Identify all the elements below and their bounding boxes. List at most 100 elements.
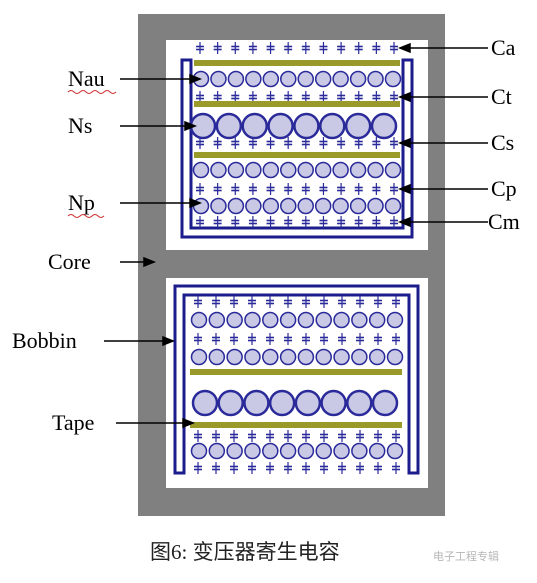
label-arrows (104, 42, 488, 429)
winding-turn (384, 70, 402, 88)
winding-turn (368, 311, 386, 329)
winding-turn (314, 197, 332, 215)
winding-turn (344, 112, 372, 140)
winding-turn (208, 311, 226, 329)
winding-turn (293, 112, 320, 140)
winding-turn (192, 161, 210, 179)
winding-turn (351, 311, 368, 329)
winding-turn (243, 389, 270, 417)
winding-turn (208, 348, 226, 366)
winding-turn (384, 161, 402, 179)
label-bobbin: Bobbin (12, 328, 77, 353)
winding-turn (297, 70, 314, 88)
winding-turn (191, 389, 219, 417)
winding-turn (332, 161, 349, 179)
winding-turn (280, 161, 297, 179)
winding-turn (386, 348, 404, 366)
np-spellcheck-underline (67, 214, 105, 218)
winding-turn (190, 442, 208, 460)
winding-turn (280, 197, 297, 215)
winding-turn (367, 197, 384, 215)
label-core: Core (48, 249, 91, 274)
winding-turn (367, 70, 384, 88)
label-ca: Ca (491, 35, 516, 60)
winding-turn (349, 161, 367, 179)
winding-turn (315, 348, 332, 366)
winding-turn (244, 348, 261, 366)
winding-turn (262, 70, 280, 88)
winding-turn (262, 311, 279, 329)
winding-turn (368, 348, 386, 366)
winding-turn (297, 197, 314, 215)
core-window-top (166, 40, 428, 250)
winding-turn (217, 389, 244, 417)
bobbin-bottom (173, 284, 420, 475)
winding-turn (294, 389, 322, 417)
label-ns: Ns (68, 113, 92, 138)
winding-turn (384, 197, 402, 215)
winding-turn (346, 389, 373, 417)
winding-turn (315, 311, 332, 329)
winding-turn (226, 442, 243, 460)
winding-turn (332, 197, 349, 215)
winding-turn (244, 311, 261, 329)
winding-turn (227, 161, 245, 179)
winding-turn (315, 442, 332, 460)
insulation-tape (194, 101, 400, 107)
winding-turn (210, 197, 227, 215)
winding-turn (227, 70, 245, 88)
winding-turn (210, 161, 227, 179)
core-window-bottom (166, 278, 428, 488)
label-nau: Nau (68, 66, 105, 91)
winding-turn (297, 442, 315, 460)
winding-turn (241, 112, 268, 140)
winding-turn (262, 161, 280, 179)
winding-turn (280, 70, 297, 88)
winding-turn (267, 112, 294, 140)
figure-caption: 图6: 变压器寄生电容 (150, 540, 340, 564)
insulation-tape (190, 369, 402, 375)
winding-turn (262, 442, 279, 460)
label-cs: Cs (491, 130, 514, 155)
winding-turn (368, 442, 386, 460)
label-cm: Cm (488, 209, 520, 234)
winding-turn (245, 70, 262, 88)
winding-turn (349, 70, 367, 88)
winding-turn (333, 311, 350, 329)
winding-turn (333, 442, 350, 460)
insulation-tape (194, 60, 400, 66)
winding-turn (386, 442, 404, 460)
winding-turn (314, 161, 332, 179)
winding-turn (297, 161, 314, 179)
label-cp: Cp (491, 176, 517, 201)
winding-turn (245, 161, 262, 179)
winding-turn (262, 197, 280, 215)
label-ct: Ct (491, 84, 512, 109)
insulation-tape (190, 422, 402, 428)
winding-turn (320, 389, 347, 417)
watermark: 电子工程专辑 (433, 551, 499, 563)
winding-turn (268, 389, 296, 417)
winding-layers-top (189, 42, 402, 228)
winding-turn (226, 311, 243, 329)
winding-turn (262, 348, 279, 366)
winding-turn (210, 70, 227, 88)
winding-turn (279, 348, 297, 366)
winding-layers-bottom (190, 296, 404, 474)
winding-turn (245, 197, 262, 215)
winding-turn (279, 442, 297, 460)
winding-turn (297, 311, 315, 329)
winding-turn (371, 389, 399, 417)
winding-turn (349, 197, 367, 215)
label-tape: Tape (52, 410, 94, 435)
winding-turn (319, 112, 346, 140)
insulation-tape (194, 152, 400, 158)
winding-turn (351, 348, 368, 366)
winding-turn (226, 348, 243, 366)
winding-turn (386, 311, 404, 329)
winding-turn (190, 348, 208, 366)
winding-turn (215, 112, 243, 140)
label-np: Np (68, 190, 95, 215)
winding-turn (333, 348, 350, 366)
